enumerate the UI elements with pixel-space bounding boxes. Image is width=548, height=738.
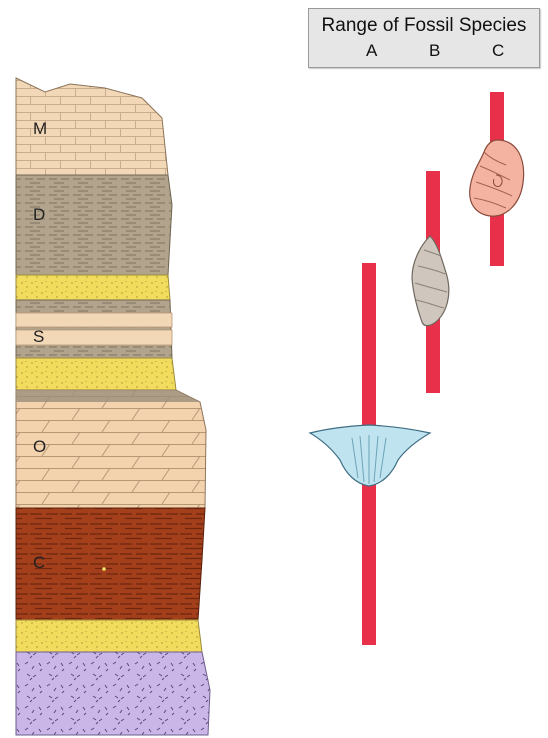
gastropod-icon (412, 236, 449, 326)
layer-label-c: C (33, 553, 45, 572)
layer-label-o: O (33, 437, 46, 456)
marker-dot (102, 567, 106, 571)
legend-species-c: C (492, 41, 504, 61)
layer-sandstone-3 (16, 620, 202, 652)
layer-label-m: M (33, 119, 47, 138)
legend-species-b: B (429, 41, 440, 61)
legend-species-a: A (366, 41, 377, 61)
legend-title: Range of Fossil Species (309, 15, 539, 37)
layer-sandstone-1 (16, 275, 170, 300)
layer-d (16, 175, 172, 275)
layer-label-d: D (33, 205, 45, 224)
layer-label-s: S (33, 327, 44, 346)
brachiopod-icon (310, 425, 430, 486)
legend-box: Range of Fossil Species A B C (308, 8, 540, 68)
ammonite-icon (470, 140, 524, 216)
layer-basement (16, 652, 210, 735)
layer-sandstone-2 (16, 358, 176, 390)
